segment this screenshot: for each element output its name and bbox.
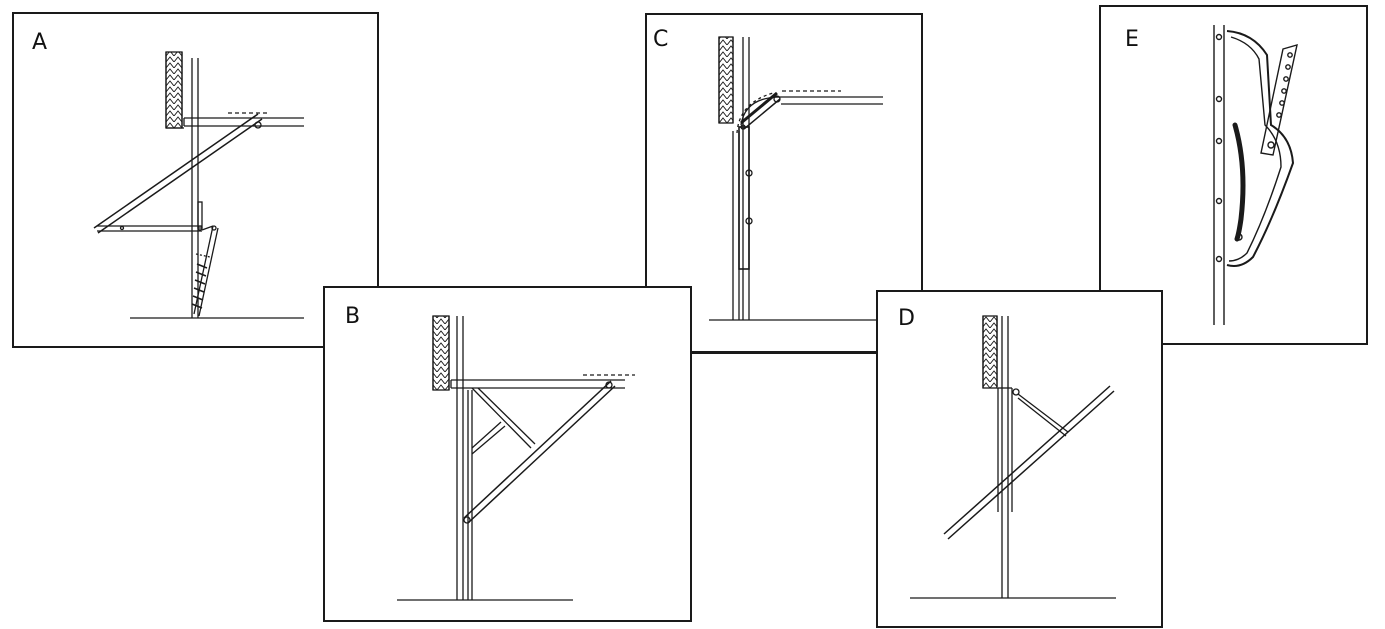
panel-b: B [323,286,692,622]
panel-c-label: C [653,27,669,52]
panel-d-label: D [898,306,915,331]
panel-a-label: A [32,30,48,55]
wall-hatch [718,36,734,124]
panel-e-illustration [1213,25,1298,325]
panel-e-label: E [1125,27,1139,52]
panel-b-label: B [345,304,361,329]
panel-e: E [1099,5,1368,345]
wall-hatch [165,51,183,129]
panel-b-illustration [397,315,635,601]
panel-a-illustration [93,51,304,319]
panel-d-illustration [910,315,1116,599]
panel-connector-line [690,352,878,354]
panel-a: A [12,12,379,348]
wall-hatch [432,315,450,391]
wall-hatch [982,315,998,389]
panel-d: D [876,290,1163,628]
panel-c-illustration [709,36,883,321]
